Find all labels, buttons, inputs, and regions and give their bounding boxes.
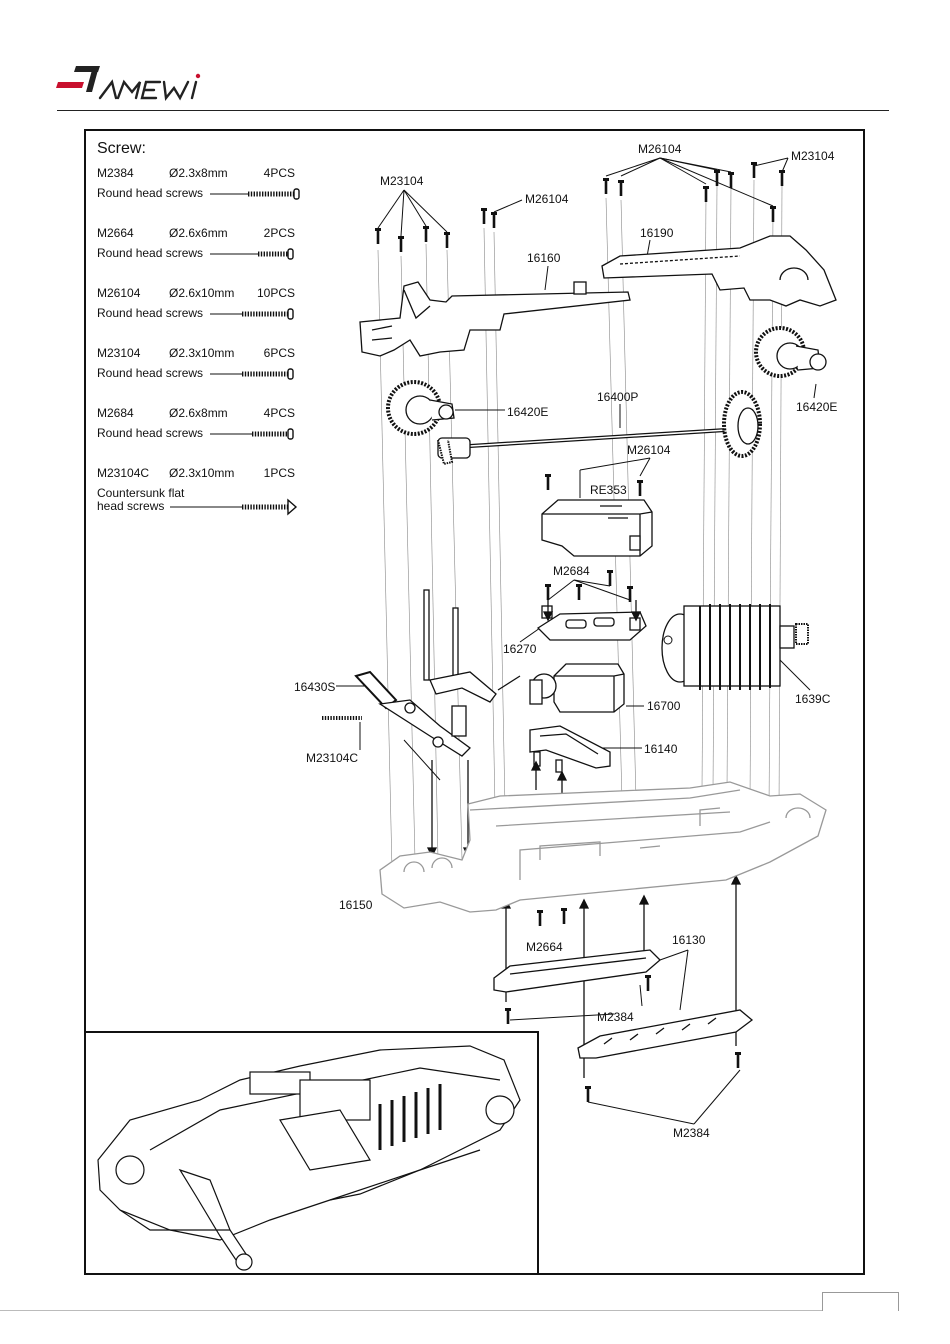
part-16420e-right [754, 326, 827, 378]
screw-dim: Ø2.3x10mm [169, 466, 235, 480]
label-16430s: 16430S [294, 680, 336, 694]
part-16430s [354, 589, 521, 757]
label-16270: 16270 [503, 642, 537, 656]
screw-dim: Ø2.6x8mm [169, 406, 228, 420]
label-1639c: 1639C [795, 692, 831, 706]
part-16700 [529, 663, 625, 713]
assembled-view-panel [84, 1031, 539, 1275]
label-m2684: M2684 [553, 564, 590, 578]
part-16420e-left [386, 380, 455, 436]
amewi-logo [56, 66, 201, 101]
screw-desc: Round head screws [97, 426, 204, 440]
screw-qty: 10PCS [256, 286, 295, 300]
part-16270 [536, 605, 647, 641]
footer-rule [0, 1310, 822, 1311]
screw-desc: Round head screws [97, 366, 204, 380]
label-16400p: 16400P [597, 390, 639, 404]
screw-code: M2684 [97, 406, 134, 420]
label-re353: RE353 [590, 483, 627, 497]
part-1639c [661, 604, 809, 690]
part-16130 [493, 949, 754, 1059]
screw-dim: Ø2.3x10mm [169, 346, 235, 360]
assembled-car-illustration [97, 1045, 521, 1271]
screw-dim: Ø2.6x6mm [169, 226, 228, 240]
loose-screws [322, 160, 787, 1104]
label-m23104-left: M23104 [380, 174, 424, 188]
label-16420e-left: 16420E [507, 405, 549, 419]
label-m26104-receiver: M26104 [627, 443, 671, 457]
label-m2664: M2664 [526, 940, 563, 954]
label-m23104-right: M23104 [791, 149, 835, 163]
screw-desc: Round head screws [97, 306, 204, 320]
label-16150: 16150 [339, 898, 373, 912]
part-re353 [541, 499, 653, 557]
screw-code: M2384 [97, 166, 134, 180]
part-16160 [359, 281, 631, 357]
label-m23104c: M23104C [306, 751, 359, 765]
label-m2384-b: M2384 [673, 1126, 710, 1140]
screw-code: M23104 [97, 346, 141, 360]
label-m26104-mid: M26104 [525, 192, 569, 206]
screw-dim: Ø2.3x8mm [169, 166, 228, 180]
page-number-tab [822, 1292, 899, 1311]
part-16190 [601, 235, 837, 307]
label-16160: 16160 [527, 251, 561, 265]
screw-desc: Round head screws [97, 246, 204, 260]
label-16420e-right: 16420E [796, 400, 838, 414]
screw-code: M23104C [97, 466, 150, 480]
part-16140 [529, 725, 611, 773]
label-16190: 16190 [640, 226, 674, 240]
label-m2384-a: M2384 [597, 1010, 634, 1024]
screw-desc: Countersunk flat head screws [97, 486, 185, 513]
screw-qty: 4PCS [263, 406, 295, 420]
screw-qty: 4PCS [263, 166, 295, 180]
label-m26104-top: M26104 [638, 142, 682, 156]
label-16140: 16140 [644, 742, 678, 756]
label-16700: 16700 [647, 699, 681, 713]
part-16400p [437, 390, 762, 466]
header-rule [57, 110, 889, 111]
screw-title: Screw: [97, 140, 146, 157]
screw-dim: Ø2.6x10mm [169, 286, 235, 300]
screw-code: M26104 [97, 286, 141, 300]
instruction-frame [84, 129, 865, 1275]
screw-qty: 6PCS [263, 346, 295, 360]
screw-desc: Round head screws [97, 186, 204, 200]
legend-screw-glyphs [170, 189, 299, 516]
screw-qty: 2PCS [263, 226, 295, 240]
label-16130: 16130 [672, 933, 706, 947]
screw-code: M2664 [97, 226, 134, 240]
screw-qty: 1PCS [263, 466, 295, 480]
part-16150 [379, 781, 827, 913]
